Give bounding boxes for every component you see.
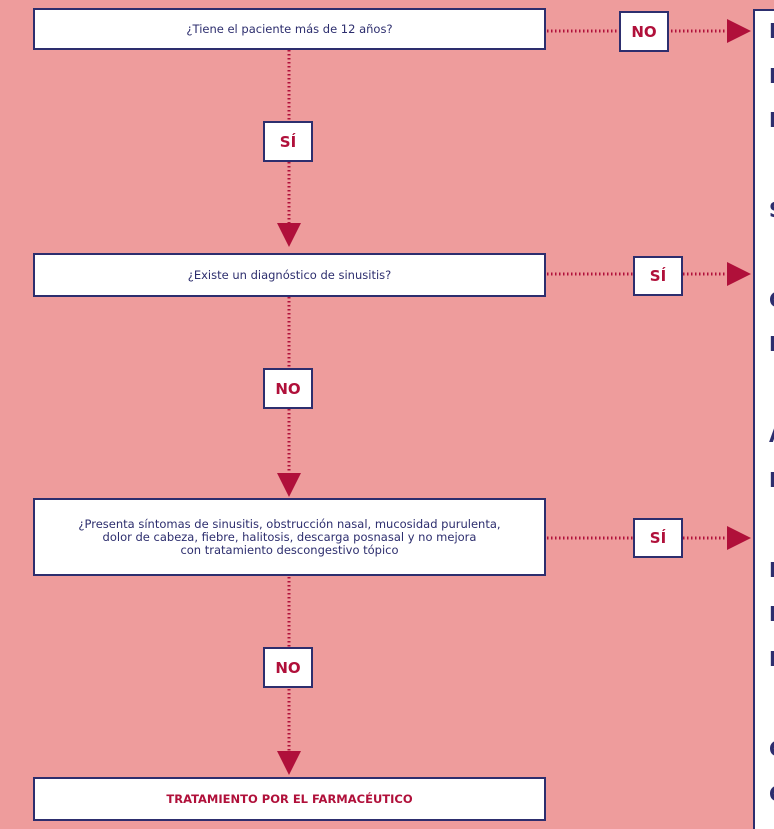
panel-letter: I bbox=[769, 19, 774, 43]
answer-no-diagnosis: NO bbox=[263, 368, 313, 409]
answer-no-symptoms: NO bbox=[263, 647, 313, 688]
right-outcome-panel: I I N S C N A I N I D C C bbox=[753, 9, 774, 829]
panel-letter: A bbox=[769, 423, 774, 447]
answer-si-age: SÍ bbox=[263, 121, 313, 162]
panel-letter: S bbox=[769, 198, 774, 222]
question-symptoms-line-1: ¿Presenta síntomas de sinusitis, obstruc… bbox=[78, 516, 501, 531]
question-symptoms-box: ¿Presenta síntomas de sinusitis, obstruc… bbox=[33, 498, 546, 576]
panel-letter: C bbox=[769, 782, 774, 806]
panel-letter: N bbox=[769, 332, 774, 356]
panel-letter: C bbox=[769, 737, 774, 761]
panel-letter: C bbox=[769, 288, 774, 312]
panel-letter: I bbox=[769, 64, 774, 88]
question-symptoms-line-3: con tratamiento descongestivo tópico bbox=[180, 542, 399, 557]
question-age-box: ¿Tiene el paciente más de 12 años? bbox=[33, 8, 546, 50]
answer-si-diagnosis: SÍ bbox=[633, 256, 683, 296]
panel-letter: D bbox=[769, 647, 774, 671]
question-diagnosis-text: ¿Existe un diagnóstico de sinusitis? bbox=[187, 267, 392, 282]
answer-si-symptoms: SÍ bbox=[633, 518, 683, 558]
final-treatment-box: TRATAMIENTO POR EL FARMACÉUTICO bbox=[33, 777, 546, 821]
panel-letter: I bbox=[769, 602, 774, 626]
question-age-text: ¿Tiene el paciente más de 12 años? bbox=[186, 21, 393, 36]
final-treatment-text: TRATAMIENTO POR EL FARMACÉUTICO bbox=[166, 791, 413, 806]
panel-letter: I bbox=[769, 468, 774, 492]
question-symptoms-line-2: dolor de cabeza, fiebre, halitosis, desc… bbox=[102, 529, 477, 544]
panel-letter: N bbox=[769, 108, 774, 132]
answer-no-age: NO bbox=[619, 11, 669, 52]
question-diagnosis-box: ¿Existe un diagnóstico de sinusitis? bbox=[33, 253, 546, 297]
panel-letter: N bbox=[769, 558, 774, 582]
